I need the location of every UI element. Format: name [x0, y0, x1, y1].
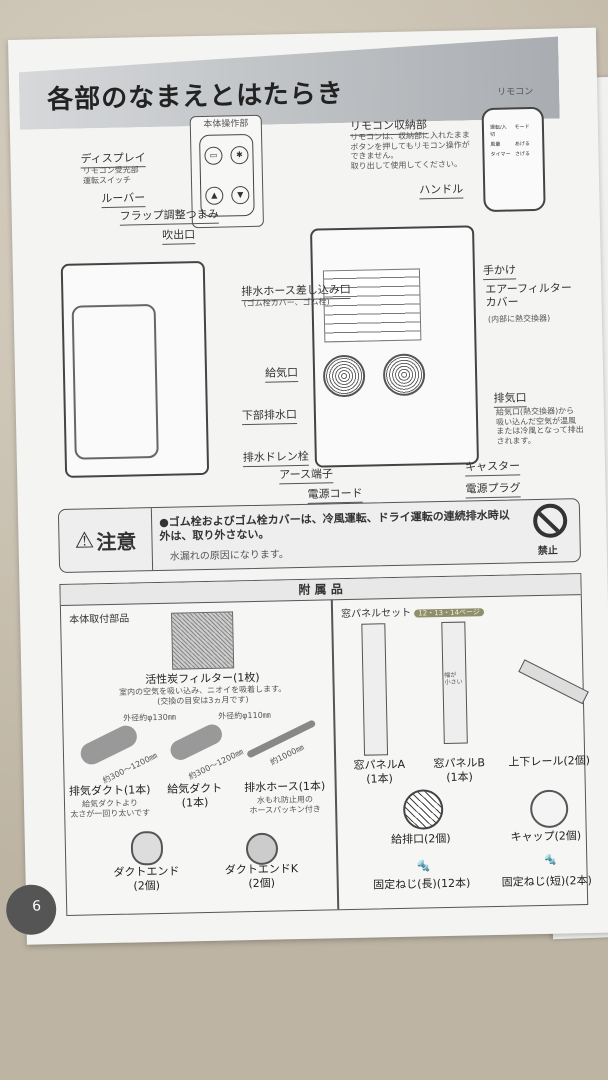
vent-image [402, 789, 444, 830]
remote-title: リモコン [497, 87, 534, 98]
drain-hose-note: 水もれ防止用の ホースパッキン付き [249, 794, 321, 815]
label-caster: キャスター [464, 457, 521, 477]
remote-fan-button[interactable]: 風量 [490, 141, 501, 148]
drain-hose-length: 約1000㎜ [268, 742, 306, 767]
accessories-title: 附 属 品 [60, 574, 581, 607]
warning-icon: ⚠ [74, 527, 95, 554]
prohibit-label: 禁止 [537, 545, 558, 558]
prohibit-icon [532, 503, 568, 539]
label-filter-cover-note: (内部に熱交換器) [487, 313, 551, 325]
short-screw-icon: 🔩 [544, 854, 557, 866]
drain-hose-label: 排水ホース(1本) [244, 779, 326, 795]
label-lower-drain: 下部排水口 [241, 406, 298, 426]
remote-illustration: 運転/入切 モード 風量 あげる タイマー さげる [481, 106, 546, 213]
carbon-filter-image [171, 611, 235, 670]
rail-image [518, 659, 589, 705]
label-remote-storage-note: リモコンは、収納部に入れたまま ボタンを押してもリモコン操作が できません。 取… [350, 130, 470, 171]
exhaust-duct-dia: 外径約φ130㎜ [123, 712, 176, 723]
down-button[interactable]: ▼ [231, 185, 250, 205]
caution-subtext: 水漏れの原因になります。 [169, 549, 289, 563]
label-exhaust-note: 給気口(熱交換器)から 吸い込んだ空気が温風 または冷風となって排出 されます。 [495, 406, 584, 446]
front-unit-illustration [60, 260, 210, 478]
label-flap: フラップ調整つまみ [119, 205, 219, 226]
window-set-page-ref[interactable]: 12・13・14ページ [414, 608, 484, 618]
rail-label: 上下レール(2個) [508, 753, 591, 769]
label-filter-cover: エアーフィルター カバー [485, 281, 572, 310]
label-intake: 給気口 [264, 364, 299, 383]
duct-end-label: ダクトエンド (2個) [113, 864, 180, 893]
remote-timer-button[interactable]: タイマー [490, 151, 511, 158]
intake-duct-image [167, 721, 226, 764]
back-unit-illustration [310, 225, 479, 468]
caution-box: ⚠注意 ●ゴム栓およびゴム栓カバーは、冷風運転、ドライ運転の連続排水時以外は、取… [57, 498, 582, 574]
panel-b-note: 幅が 小さい [444, 671, 463, 687]
label-drain-hose-inlet-note: (ゴム栓カバー、ゴム栓) [243, 297, 330, 309]
intake-duct-label: 給気ダクト (1本) [167, 781, 223, 810]
remote-up-button[interactable]: あげる [514, 141, 530, 148]
window-set-heading: 窓パネルセット 12・13・14ページ [341, 602, 484, 620]
duct-end-k-label: ダクトエンドK (2個) [224, 862, 299, 890]
mode-button[interactable]: ▭ [204, 146, 223, 165]
duct-end-image [130, 830, 164, 866]
label-handle: ハンドル [419, 180, 464, 200]
remote-mode-button[interactable]: モード [514, 124, 530, 131]
up-button[interactable]: ▲ [205, 186, 224, 205]
panel-b-label: 窓パネルB (1本) [433, 756, 486, 784]
caution-label: ⚠注意 [58, 508, 154, 573]
page-number: 6 [31, 898, 42, 915]
page-title: 各部のなまえとはたらき [46, 78, 345, 116]
label-exhaust: 排気口 [493, 389, 527, 408]
remote-down-button[interactable]: さげる [514, 151, 531, 158]
screw-long-label: 固定ねじ(長)(12本) [373, 876, 471, 892]
long-screw-icon: 🔩 [416, 859, 431, 873]
fan-speed-button[interactable]: ✱ [230, 145, 249, 165]
duct-end-k-image [245, 832, 279, 866]
cap-label: キャップ(2個) [510, 829, 582, 844]
exhaust-duct-note: 給気ダクトより 太さが一回り太いです [70, 798, 151, 819]
remote-power-button[interactable]: 運転/入切 [489, 124, 507, 138]
label-display-note: リモコン受光部 運転スイッチ [82, 165, 139, 186]
exhaust-duct-label: 排気ダクト(1本) [68, 783, 151, 798]
accessories-box: 附 属 品 本体取付部品 活性炭フィルター(1枚) 室内の空気を吸い込み、ニオイ… [59, 573, 592, 916]
panel-a-label: 窓パネルA (1本) [353, 757, 406, 786]
caution-text: ●ゴム栓およびゴム栓カバーは、冷風運転、ドライ運転の連続排水時以外は、取り外さな… [159, 508, 510, 544]
cap-image [529, 789, 569, 829]
label-ground: アース端子 [278, 465, 334, 485]
label-cord: 電源コード [307, 484, 363, 504]
filter-note: 室内の空気を吸い込み、ニオイを吸着します。 (交換の目安は3ヵ月です) [118, 684, 287, 706]
vent-label: 給排口(2個) [390, 831, 451, 847]
label-drain-plug: 排水ドレン栓 [242, 447, 309, 468]
intake-duct-dia: 外径約φ110㎜ [218, 710, 271, 721]
window-panel-a-image [361, 623, 389, 756]
control-panel-title: 本体操作部 [203, 118, 249, 130]
body-parts-heading: 本体取付部品 [69, 613, 130, 626]
label-grip: 手かけ [482, 261, 517, 281]
label-plug: 電源プラグ [465, 479, 521, 499]
page-number-tab: 6 [5, 884, 57, 936]
label-outlet: 吹出口 [161, 226, 196, 245]
manual-page: 各部のなまえとはたらき 本体操作部 ▭ ✱ ▲ ▼ ディスプレイ リモコン受光部… [5, 27, 608, 945]
screw-short-label: 固定ねじ(短)(2本) [501, 873, 592, 889]
label-louver: ルーバー [101, 189, 146, 209]
